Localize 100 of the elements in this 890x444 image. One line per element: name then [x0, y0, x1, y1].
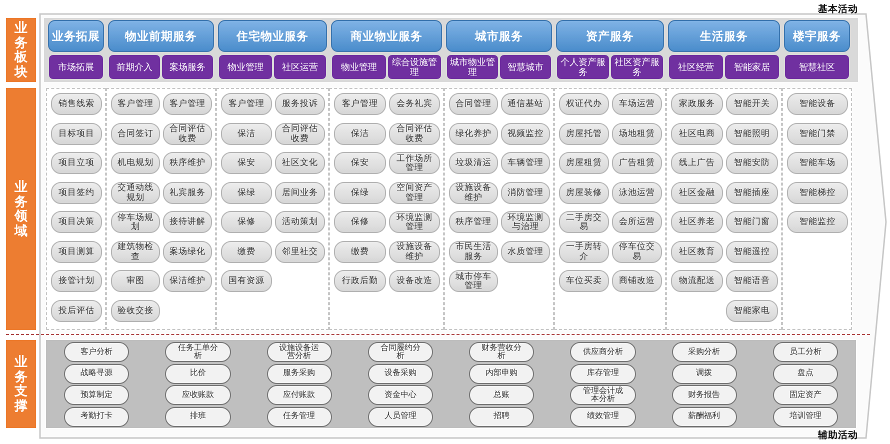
capability-pill: 权证代办 [559, 93, 609, 115]
subsegment-box: 城市物业管理 [447, 55, 498, 79]
capability-pill: 交通动线规划 [111, 182, 160, 204]
capability-pill: 建筑物检查 [111, 240, 160, 262]
capability-pill: 社区养老 [671, 211, 723, 233]
capability-pill: 车位买卖 [559, 270, 609, 292]
capability-pill: 设施设备维护 [388, 240, 440, 262]
support-pill: 排班 [165, 406, 230, 426]
support-pill: 设施设备运营分析 [266, 342, 332, 362]
capability-pill: 社区文化 [274, 152, 325, 174]
capability-pill: 销售线索 [51, 93, 102, 115]
capability-pill: 合同评估收费 [388, 122, 440, 144]
capability-pill: 设备改造 [388, 270, 440, 292]
capability-pill: 水质管理 [501, 240, 550, 262]
capability-pill: 市民生活服务 [449, 240, 498, 262]
support-band [46, 340, 856, 428]
domain-panel [106, 88, 216, 330]
section-note: 辅助活动 [818, 429, 858, 442]
capability-pill: 智能家电 [726, 300, 778, 322]
subsegment-box: 个人资产服务 [557, 55, 609, 79]
support-pill: 合同履约分析 [368, 342, 433, 362]
capability-pill: 场地租赁 [612, 122, 662, 144]
capability-pill: 车场运营 [612, 93, 662, 115]
support-pill: 资金中心 [368, 385, 433, 405]
capability-pill: 礼宾服务 [163, 182, 212, 204]
support-pill: 客户分析 [64, 342, 130, 362]
domain-panel [329, 88, 444, 330]
capability-pill: 社区金融 [671, 182, 723, 204]
capability-pill: 客户管理 [221, 93, 272, 115]
capability-pill: 智能安防 [726, 152, 778, 174]
capability-pill: 通信基站 [501, 93, 550, 115]
capability-pill: 合同管理 [449, 93, 498, 115]
capability-pill: 接待讲解 [163, 211, 212, 233]
segment-header: 商业物业服务 [331, 20, 442, 52]
domain-panel [666, 88, 782, 330]
capability-pill: 活动策划 [274, 211, 325, 233]
capability-pill: 保安 [221, 152, 272, 174]
support-pill: 招聘 [469, 406, 534, 426]
capability-pill: 服务投诉 [274, 93, 325, 115]
support-pill: 财务报告 [672, 385, 737, 405]
subsegment-box: 案场服务 [162, 55, 213, 79]
capability-pill: 二手房交易 [559, 211, 609, 233]
segment-header: 业务拓展 [48, 20, 104, 52]
capability-pill: 行政后勤 [334, 270, 386, 292]
capability-pill: 保安 [334, 152, 386, 174]
capability-pill: 验收交接 [111, 300, 160, 322]
capability-pill: 审图 [111, 270, 160, 292]
capability-pill: 保修 [334, 211, 386, 233]
capability-pill: 智能照明 [726, 122, 778, 144]
segment-header: 城市服务 [446, 20, 552, 52]
capability-pill: 会务礼宾 [388, 93, 440, 115]
capability-pill: 客户管理 [111, 93, 160, 115]
capability-pill: 案场绿化 [163, 240, 212, 262]
domain-panel [554, 88, 666, 330]
capability-pill: 机电规划 [111, 152, 160, 174]
support-pill: 库存管理 [570, 364, 636, 384]
capability-pill: 泳池运营 [612, 182, 662, 204]
capability-pill: 项目决策 [51, 211, 102, 233]
capability-pill: 一手房转介 [559, 240, 609, 262]
capability-pill: 保洁维护 [163, 270, 212, 292]
support-pill: 任务管理 [266, 406, 332, 426]
support-pill: 设备采购 [368, 364, 433, 384]
support-pill: 绩效管理 [570, 406, 636, 426]
support-pill: 财务营收分析 [469, 342, 534, 362]
capability-pill: 线上广告 [671, 152, 723, 174]
section-label: 业务领域 [6, 88, 36, 330]
capability-pill: 物流配送 [671, 270, 723, 292]
subsegment-box: 前期介入 [109, 55, 160, 79]
capability-pill: 保洁 [334, 122, 386, 144]
segment-header: 住宅物业服务 [218, 20, 327, 52]
segment-header: 生活服务 [668, 20, 780, 52]
capability-pill: 环境监测管理 [388, 211, 440, 233]
capability-pill: 停车位交易 [612, 240, 662, 262]
capability-pill: 邻里社交 [274, 240, 325, 262]
support-pill: 应付账款 [266, 385, 332, 405]
subsegment-box: 社区经营 [669, 55, 723, 79]
capability-pill: 项目立项 [51, 152, 102, 174]
capability-pill: 保绿 [221, 182, 272, 204]
capability-pill: 保修 [221, 211, 272, 233]
capability-pill: 会所运营 [612, 211, 662, 233]
capability-pill: 智能梯控 [787, 182, 848, 204]
subsegment-box: 社区资产服务 [611, 55, 663, 79]
capability-pill: 项目测算 [51, 240, 102, 262]
subsegment-box: 市场拓展 [49, 55, 103, 79]
support-pill: 固定资产 [772, 385, 838, 405]
capability-pill: 智能语音 [726, 270, 778, 292]
segment-header: 资产服务 [556, 20, 664, 52]
capability-pill: 车辆管理 [501, 152, 550, 174]
support-pill: 采购分析 [672, 342, 737, 362]
subsegment-box: 社区运营 [274, 55, 326, 79]
subsegment-box: 智慧城市 [500, 55, 551, 79]
capability-pill: 秩序管理 [449, 211, 498, 233]
section-label: 业务支撑 [6, 340, 36, 428]
capability-pill: 房屋租赁 [559, 152, 609, 174]
support-pill: 员工分析 [772, 342, 838, 362]
capability-pill: 国有资源 [221, 270, 272, 292]
segment-header: 物业前期服务 [108, 20, 214, 52]
capability-pill: 居间业务 [274, 182, 325, 204]
subsegment-box: 综合设施管理 [388, 55, 441, 79]
support-pill: 盘点 [772, 364, 838, 384]
